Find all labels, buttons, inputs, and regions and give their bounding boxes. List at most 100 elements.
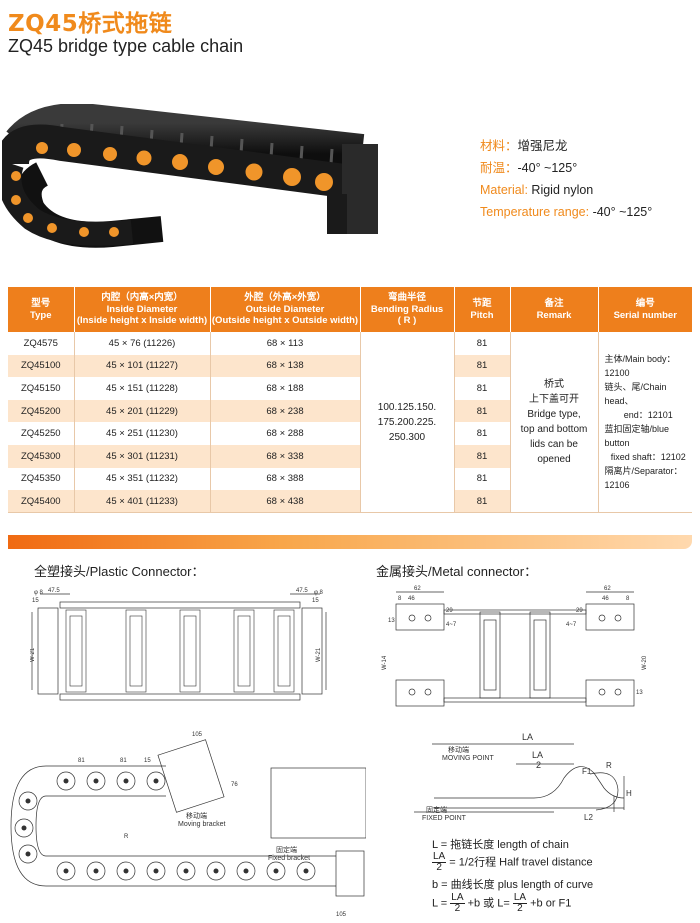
cell-outside: 68 × 238	[210, 399, 361, 423]
material-specs: 材料：增强尼龙 耐温：-40° ~125° Material: Rigid ny…	[480, 135, 652, 223]
cell-inside: 45 × 251 (11230)	[74, 422, 211, 445]
table-row: ZQ4575 45 × 76 (11226) 68 × 113 100.125.…	[8, 332, 692, 514]
dim-15-left: 15	[32, 598, 39, 604]
dim-81-a: 81	[78, 758, 85, 764]
cell-inside: 45 × 401 (11233)	[74, 490, 211, 514]
dim-w21-right: W-21	[316, 647, 322, 662]
dim-29-right: 29	[576, 608, 583, 614]
temp-cn-key: 耐温：	[480, 161, 518, 175]
cell-pitch: 81	[454, 377, 511, 400]
l2-label: L2	[584, 813, 593, 822]
cell-inside: 45 × 201 (11229)	[74, 399, 211, 423]
cell-type: ZQ45200	[8, 399, 75, 423]
cell-outside: 68 × 138	[210, 354, 361, 378]
cell-type: ZQ45350	[8, 467, 75, 491]
dim-105-bottom: 105	[336, 912, 347, 918]
temp-en-key: Temperature range:	[480, 205, 590, 219]
legend-line-b: b = 曲线长度 plus length of curve	[432, 879, 594, 891]
dim-w20: W-20	[642, 655, 648, 670]
cell-outside: 68 × 438	[210, 490, 361, 514]
dim-4-7-left: 4~7	[446, 622, 457, 628]
moving-point-cn: 移动端	[448, 745, 469, 754]
cell-type: ZQ45150	[8, 377, 75, 400]
travel-diagram: LA LA 2 移动端 MOVING POINT 固定端 FIXED POINT…	[414, 732, 632, 822]
metal-connector-drawing: 62 62 46 46 8 8 4~7 4~7 13 13 29 29 W-14…	[382, 586, 648, 707]
la2-denominator: 2	[536, 760, 541, 770]
dim-8-right: 8	[626, 596, 630, 602]
cable-chain-photo	[2, 104, 378, 248]
header-outside: 外腔（外高×外宽）Outside Diameter(Outside height…	[210, 287, 361, 332]
cell-inside: 45 × 351 (11232)	[74, 467, 211, 491]
dim-76: 76	[231, 782, 238, 788]
cell-inside: 45 × 301 (11231)	[74, 444, 211, 468]
moving-bracket-en: Moving bracket	[178, 821, 226, 828]
dim-w21-left: W-21	[30, 647, 36, 662]
cell-outside: 68 × 113	[210, 332, 361, 355]
section-divider-band	[8, 535, 692, 549]
metal-connector-heading: 金属接头/Metal connector：	[376, 564, 538, 579]
material-cn-key: 材料：	[480, 139, 518, 153]
cell-pitch: 81	[454, 422, 511, 445]
dim-4-7-right: 4~7	[566, 622, 577, 628]
cell-type: ZQ45100	[8, 354, 75, 378]
page-subtitle: ZQ45 bridge type cable chain	[8, 36, 244, 56]
r-label: R	[606, 761, 612, 770]
dim-15-chain: 15	[144, 758, 151, 764]
cell-outside: 68 × 188	[210, 377, 361, 400]
cell-pitch: 81	[454, 332, 511, 355]
cell-type: ZQ45400	[8, 490, 75, 514]
legend-line-l: L = 拖链长度 length of chain	[432, 839, 569, 851]
dim-phi8-right: φ 8	[314, 590, 324, 596]
cell-pitch: 81	[454, 399, 511, 423]
dim-62-left: 62	[414, 586, 421, 592]
fixed-point-cn: 固定端	[426, 805, 447, 814]
cell-outside: 68 × 288	[210, 422, 361, 445]
dim-13-right: 13	[636, 690, 643, 696]
cell-inside: 45 × 76 (11226)	[74, 332, 211, 355]
plastic-connector-drawing: 47.5 47.5 15 15 φ 8 φ 8 W-21 W-21	[30, 588, 327, 701]
cell-type: ZQ45250	[8, 422, 75, 445]
temp-cn-value: -40° ~125°	[517, 161, 578, 175]
cell-inside: 45 × 151 (11228)	[74, 377, 211, 400]
cell-radius: 100.125.150.175.200.225.250.300	[360, 332, 455, 514]
chain-bend-drawing: 81 81 105 15 R 移动端 Moving bracket 固定端 Fi…	[10, 732, 366, 918]
dim-phi8-left: φ 8	[34, 590, 44, 596]
moving-point-en: MOVING POINT	[442, 755, 494, 762]
dim-47-5-left: 47.5	[48, 588, 60, 594]
dim-15-right: 15	[312, 598, 319, 604]
dim-47-5-right: 47.5	[296, 588, 308, 594]
cell-pitch: 81	[454, 354, 511, 378]
plastic-connector-heading: 全塑接头/Plastic Connector：	[34, 564, 205, 579]
cell-pitch: 81	[454, 467, 511, 491]
dim-13-left: 13	[388, 618, 395, 624]
radius-label: R	[124, 834, 129, 840]
dim-46-right: 46	[602, 596, 609, 602]
material-en-key: Material:	[480, 183, 528, 197]
moving-bracket-cn: 移动端	[186, 811, 207, 820]
dim-46-left: 46	[408, 596, 415, 602]
fixed-bracket-en: Fixed bracket	[268, 855, 310, 862]
f1-label: F1	[582, 767, 592, 776]
fixed-bracket-cn: 固定端	[276, 845, 297, 854]
dim-81-b: 81	[120, 758, 127, 764]
dim-w14: W-14	[382, 655, 388, 670]
cell-pitch: 81	[454, 490, 511, 514]
la-label: LA	[522, 732, 533, 742]
la2-numerator: LA	[532, 750, 543, 760]
cell-inside: 45 × 101 (11227)	[74, 354, 211, 378]
dim-8-left: 8	[398, 596, 402, 602]
fixed-point-en: FIXED POINT	[422, 815, 467, 822]
